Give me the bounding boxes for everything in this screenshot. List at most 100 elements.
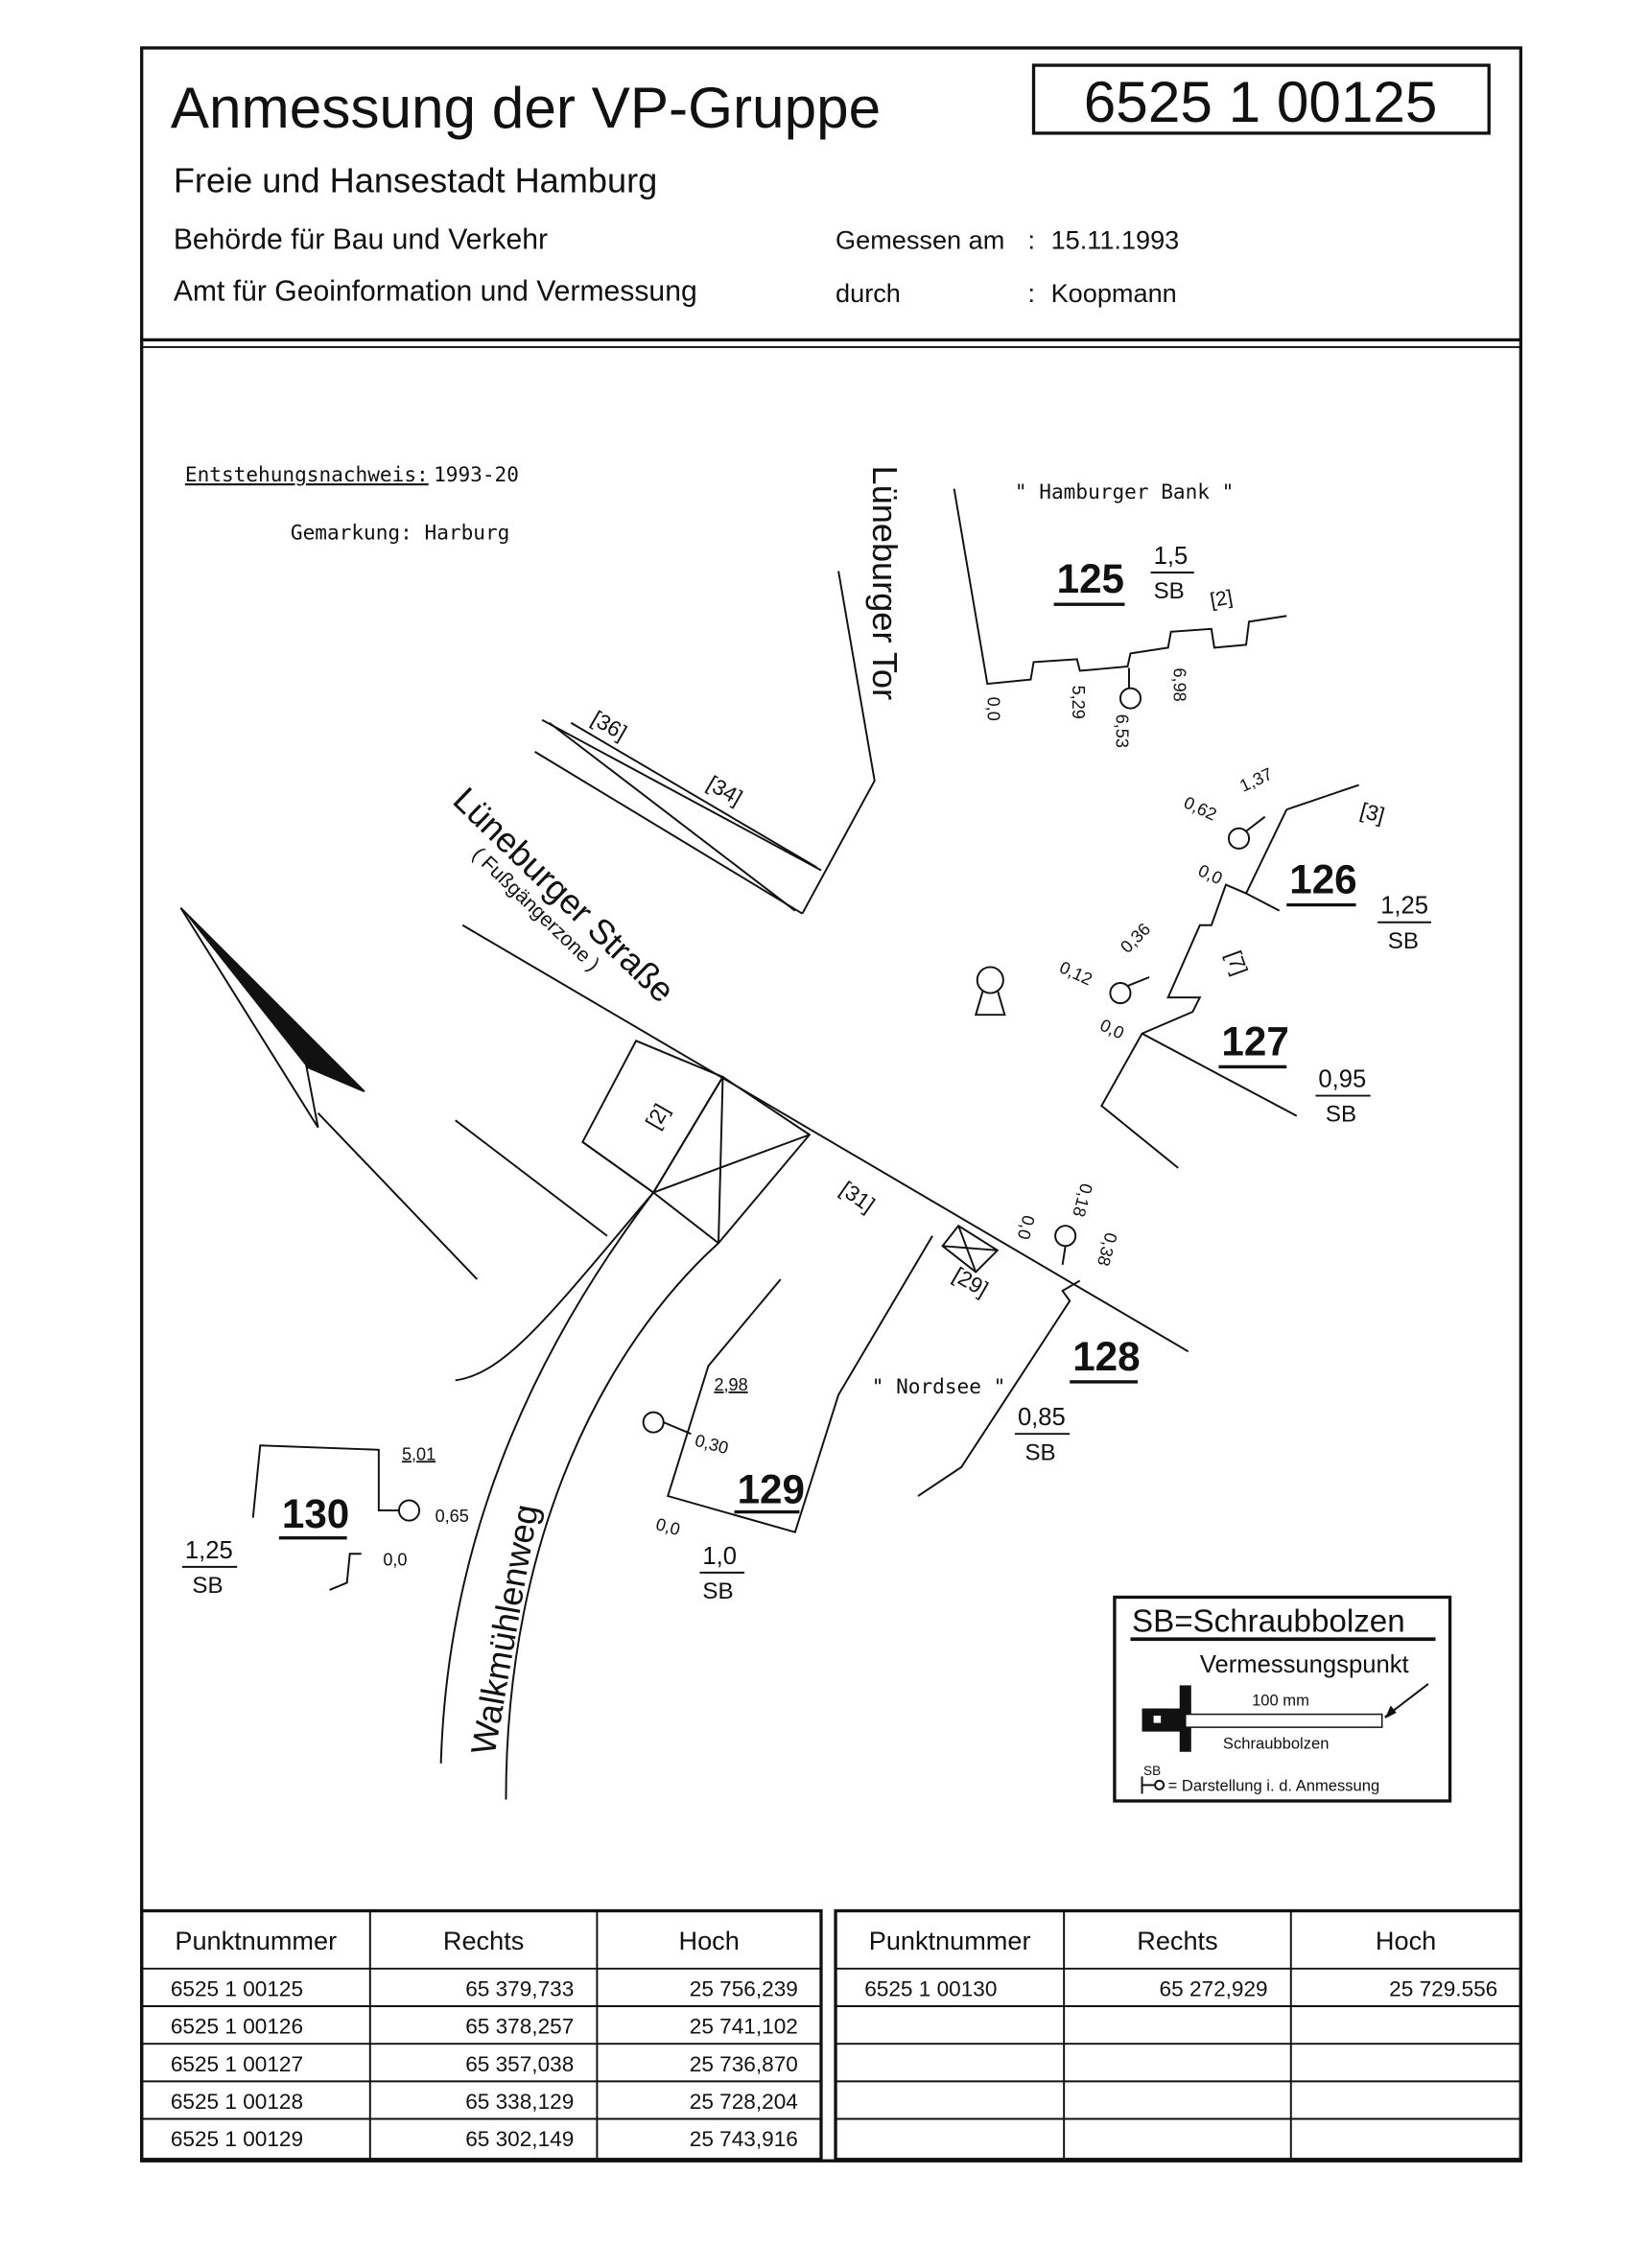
house-number: [2]	[641, 1100, 673, 1133]
group-number: 6525 1 00125	[1084, 69, 1438, 134]
point-127: 127 0,95 SB 0,36 0,12 0,0	[1056, 920, 1371, 1128]
origin-label: Entstehungsnachweis:	[185, 462, 429, 486]
svg-text:SB: SB	[702, 1578, 733, 1604]
measured-label: Gemessen am	[836, 224, 1004, 254]
svg-text:0,65: 0,65	[436, 1507, 469, 1526]
svg-text:130: 130	[282, 1491, 349, 1536]
svg-text:5,29: 5,29	[1069, 686, 1088, 719]
sb-symbol-icon	[1141, 1776, 1165, 1794]
svg-text:1,25: 1,25	[1380, 893, 1428, 920]
by-label: durch	[836, 278, 901, 308]
house-number: [7]	[1221, 947, 1252, 978]
svg-text:5,01: 5,01	[402, 1444, 436, 1463]
house-number: [31]	[836, 1177, 879, 1217]
north-arrow-icon	[179, 906, 365, 1129]
svg-text:0,0: 0,0	[654, 1514, 682, 1539]
svg-text:SB=Schraubbolzen: SB=Schraubbolzen	[1132, 1604, 1405, 1640]
table-cell: 6525 1 00127	[171, 2052, 303, 2076]
house-number: [36]	[587, 706, 630, 744]
house-number: [3]	[1357, 798, 1387, 828]
table-cell: 25 743,916	[690, 2127, 798, 2151]
table-cell: 65 378,257	[465, 2015, 574, 2039]
page-title: Anmessung der VP-Gruppe	[171, 75, 881, 140]
table-cell: 6525 1 00126	[171, 2015, 303, 2039]
office: Amt für Geoinformation und Vermessung	[174, 276, 697, 308]
map-lines	[251, 488, 1359, 1800]
svg-text:SB: SB	[1024, 1439, 1055, 1465]
table-header: Rechts	[443, 1926, 524, 1955]
table-cell: 25 756,239	[690, 1976, 798, 2000]
svg-text:SB: SB	[1326, 1102, 1356, 1128]
table-header: Punktnummer	[869, 1926, 1031, 1955]
point-129: 129 1,0 SB 2,98 0,30 0,0	[642, 1375, 805, 1604]
svg-text:6,98: 6,98	[1170, 667, 1189, 701]
table-header: Punktnummer	[175, 1926, 337, 1955]
measured-sep: :	[1027, 224, 1035, 254]
table-frame	[140, 1908, 823, 2162]
table-cell: 65 357,038	[465, 2052, 574, 2076]
origin-value: 1993-20	[434, 462, 519, 486]
table-cell: 6525 1 00129	[171, 2127, 303, 2151]
table-cell: 6525 1 00125	[171, 1976, 303, 2000]
svg-text:0,0: 0,0	[1195, 860, 1225, 888]
table-header: Hoch	[1376, 1926, 1436, 1955]
table-cell: 25 741,102	[690, 2015, 798, 2039]
table-cell: 65 302,149	[465, 2127, 574, 2151]
svg-text:0,12: 0,12	[1056, 957, 1095, 989]
svg-text:0,0: 0,0	[1014, 1213, 1039, 1241]
svg-text:Schraubbolzen: Schraubbolzen	[1223, 1735, 1329, 1753]
number-box	[1031, 63, 1491, 135]
table-cell: 6525 1 00128	[171, 2090, 303, 2114]
svg-text:125: 125	[1057, 556, 1124, 601]
table-header: Rechts	[1137, 1926, 1217, 1955]
svg-text:1,25: 1,25	[185, 1537, 233, 1564]
keyhole-icon	[974, 966, 1006, 1017]
coordinate-tables: Punktnummer Rechts Hoch 6525 1 00125 65 379,…	[140, 1908, 1523, 2162]
svg-text:2,98: 2,98	[714, 1375, 747, 1394]
street-lueneburger-tor: Lüneburger Tor	[865, 466, 905, 701]
svg-text:0,18: 0,18	[1069, 1181, 1095, 1219]
table-cell: 65 379,733	[465, 1976, 574, 2000]
point-130: 130 1,25 SB 5,01 0,65 0,0	[181, 1444, 469, 1599]
svg-text:1,37: 1,37	[1236, 764, 1275, 796]
legend: SB=Schraubbolzen Vermessungspunkt 100 mm…	[1113, 1595, 1452, 1803]
authority: Behörde für Bau und Verkehr	[174, 223, 548, 255]
bolt-icon	[1142, 1683, 1429, 1752]
street-lueneburger-strasse: Lüneburger Straße	[446, 780, 683, 1010]
svg-text:0,30: 0,30	[693, 1431, 730, 1458]
house-number: [29]	[949, 1263, 992, 1301]
place-nordsee: " Nordsee "	[872, 1374, 1006, 1398]
house-number: [2]	[1209, 586, 1235, 612]
district: Gemarkung: Harburg	[291, 520, 509, 544]
svg-text:6,53: 6,53	[1112, 714, 1131, 748]
svg-text:0,62: 0,62	[1181, 793, 1219, 825]
svg-text:126: 126	[1289, 857, 1356, 902]
page-frame	[140, 46, 1523, 2163]
svg-text:0,38: 0,38	[1094, 1230, 1120, 1268]
point-128: 128 0,85 SB 0,0 0,18 0,38	[1014, 1181, 1141, 1465]
svg-text:= Darstellung i. d. Anmessung: = Darstellung i. d. Anmessung	[1168, 1776, 1380, 1794]
svg-text:128: 128	[1072, 1334, 1140, 1379]
svg-text:0,0: 0,0	[1097, 1016, 1127, 1043]
city: Freie und Hansestadt Hamburg	[174, 161, 657, 200]
svg-text:129: 129	[738, 1467, 805, 1512]
svg-text:SB: SB	[1154, 578, 1185, 604]
table-frame	[834, 1908, 1523, 2162]
table-header: Hoch	[679, 1926, 740, 1955]
point-126: 126 1,25 SB 0,62 1,37 0,0	[1181, 764, 1431, 954]
svg-text:SB: SB	[1388, 928, 1419, 954]
point-125: 125 1,5 SB 0,0 5,29 6,53 6,98	[983, 543, 1194, 748]
by-sep: :	[1027, 278, 1035, 308]
table-cell: 65 338,129	[465, 2090, 574, 2114]
svg-text:1,0: 1,0	[702, 1543, 737, 1570]
svg-text:SB: SB	[192, 1573, 223, 1599]
svg-text:SB: SB	[1143, 1764, 1161, 1778]
svg-text:0,0: 0,0	[983, 697, 1002, 721]
table-cell: 25 729.556	[1389, 1976, 1497, 2000]
svg-text:Vermessungspunkt: Vermessungspunkt	[1200, 1651, 1409, 1678]
svg-text:0,36: 0,36	[1117, 920, 1154, 957]
svg-text:100 mm: 100 mm	[1252, 1692, 1309, 1710]
table-cell: 6525 1 00130	[864, 1976, 997, 2000]
svg-text:1,5: 1,5	[1154, 543, 1189, 570]
